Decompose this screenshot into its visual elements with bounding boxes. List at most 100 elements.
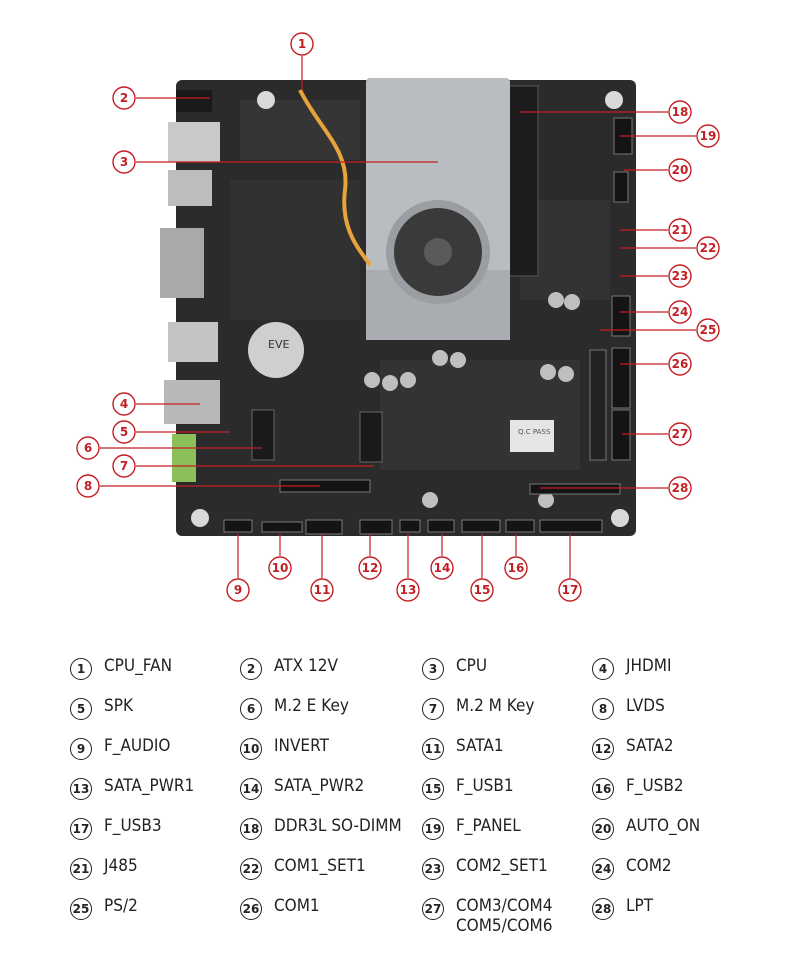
callout-17: 17 [558, 534, 582, 602]
callout-circle [430, 556, 454, 580]
legend-number-badge: 20 [592, 818, 614, 840]
legend-label: F_USB3 [104, 816, 162, 836]
callout-circle [668, 158, 692, 182]
legend-item-22: 22 COM1_SET1 [240, 854, 422, 894]
capacitors [364, 292, 580, 508]
callout-number: 25 [700, 323, 717, 337]
callout-25: 25 [600, 318, 720, 342]
callouts: 1234567891011121314151617181920212223242… [76, 32, 720, 602]
callout-number: 17 [562, 583, 579, 597]
legend-label: F_USB1 [456, 776, 514, 796]
callout-number: 13 [400, 583, 417, 597]
sodimm-slot [507, 85, 539, 277]
legend-number-badge: 28 [592, 898, 614, 920]
callout-circle [290, 32, 314, 56]
legend-label: SATA_PWR1 [104, 776, 195, 796]
callout-26: 26 [620, 352, 692, 376]
callout-3: 3 [112, 150, 438, 174]
callout-number: 1 [298, 37, 306, 51]
callout-9: 9 [226, 534, 250, 602]
legend-item-14: 14 SATA_PWR2 [240, 774, 422, 814]
callout-circle [504, 556, 528, 580]
callout-number: 23 [672, 269, 689, 283]
legend-label: J485 [104, 856, 138, 876]
legend-label: LVDS [626, 696, 665, 716]
legend-label: CPU [456, 656, 488, 676]
callout-28: 28 [540, 476, 692, 500]
legend-label: AUTO_ON [626, 816, 701, 836]
callout-19: 19 [620, 124, 720, 148]
callout-number: 4 [120, 397, 128, 411]
legend-number-badge: 8 [592, 698, 614, 720]
callout-circle [396, 578, 420, 602]
callout-circle [112, 454, 136, 478]
callout-circle [696, 236, 720, 260]
callout-circle [112, 86, 136, 110]
legend-label: COM1 [274, 896, 320, 916]
legend-number-badge: 16 [592, 778, 614, 800]
callout-circle [112, 420, 136, 444]
legend-number-badge: 22 [240, 858, 262, 880]
mounting-holes [191, 91, 629, 527]
callout-circle [668, 264, 692, 288]
legend-label: DDR3L SO-DIMM [274, 816, 402, 836]
legend-number-badge: 1 [70, 658, 92, 680]
legend-number-badge: 11 [422, 738, 444, 760]
callout-number: 21 [672, 223, 689, 237]
callout-2: 2 [112, 86, 210, 110]
legend-label: COM2 [626, 856, 672, 876]
legend-label: M.2 M Key [456, 696, 535, 716]
callout-circle [268, 556, 292, 580]
legend-label: F_USB2 [626, 776, 684, 796]
callout-circle [668, 300, 692, 324]
callout-circle [112, 150, 136, 174]
cmos-battery: EVE [248, 322, 304, 378]
callout-circle [668, 352, 692, 376]
legend-number-badge: 10 [240, 738, 262, 760]
legend-number-badge: 6 [240, 698, 262, 720]
rear-io-ports [160, 90, 220, 482]
callout-number: 7 [120, 459, 128, 473]
callout-23: 23 [620, 264, 692, 288]
callout-number: 27 [672, 427, 689, 441]
legend-item-16: 16 F_USB2 [592, 774, 760, 814]
callout-18: 18 [520, 100, 692, 124]
callout-14: 14 [430, 534, 454, 580]
callout-number: 18 [672, 105, 689, 119]
legend-label: INVERT [274, 736, 329, 756]
legend-number-badge: 13 [70, 778, 92, 800]
qc-pass-sticker: Q.C PASS [510, 420, 554, 452]
callout-number: 10 [272, 561, 289, 575]
legend-number-badge: 5 [70, 698, 92, 720]
legend-number-badge: 7 [422, 698, 444, 720]
legend-label: COM1_SET1 [274, 856, 366, 876]
legend-label: SATA_PWR2 [274, 776, 365, 796]
legend-number-badge: 21 [70, 858, 92, 880]
bottom-headers [223, 479, 621, 535]
callout-8: 8 [76, 474, 320, 498]
legend-number-badge: 25 [70, 898, 92, 920]
callout-number: 20 [672, 163, 689, 177]
legend-number-badge: 12 [592, 738, 614, 760]
legend-item-20: 20 AUTO_ON [592, 814, 760, 854]
legend-label: M.2 E Key [274, 696, 349, 716]
callout-22: 22 [620, 236, 720, 260]
legend-number-badge: 17 [70, 818, 92, 840]
callout-number: 15 [474, 583, 491, 597]
callout-circle [696, 318, 720, 342]
callout-1: 1 [290, 32, 314, 90]
callout-24: 24 [620, 300, 692, 324]
callout-circle [470, 578, 494, 602]
legend-number-badge: 14 [240, 778, 262, 800]
legend-label: COM2_SET1 [456, 856, 548, 876]
legend-number-badge: 26 [240, 898, 262, 920]
m2-e-key-slot [251, 409, 275, 461]
callout-circle [668, 476, 692, 500]
